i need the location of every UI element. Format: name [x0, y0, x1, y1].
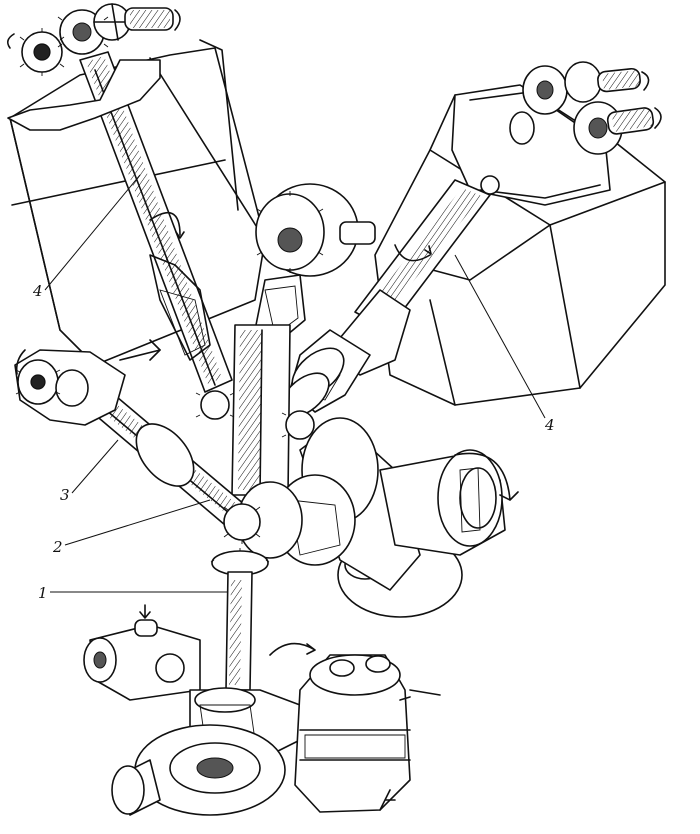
rotation-arrows — [119, 211, 432, 361]
callout-4-right: 4 — [544, 416, 555, 434]
callout-labels: 4 4 3 2 1 — [32, 282, 555, 602]
leader-4-right — [454, 254, 546, 419]
callout-1: 1 — [38, 584, 48, 602]
center-bevel-gear-unit — [254, 183, 376, 346]
crankshaft — [274, 417, 519, 618]
lower-accessory-assembly — [83, 604, 441, 816]
left-inclined-drive-shaft — [7, 51, 233, 393]
callout-leaders — [44, 174, 546, 593]
top-left-gear-teeth — [19, 16, 109, 76]
leader-3 — [71, 439, 119, 494]
central-vertical-drive — [195, 324, 315, 496]
callout-2: 2 — [52, 538, 63, 556]
right-inclined-drive-shaft — [280, 175, 500, 418]
callout-4-left: 4 — [32, 282, 43, 300]
top-left-gear-cluster — [6, 3, 181, 76]
leader-4-left — [44, 174, 141, 291]
top-right-gear-housing — [451, 61, 662, 206]
lower-bevel-gear-train — [210, 481, 303, 691]
callout-3: 3 — [60, 486, 70, 504]
left-gearbox-housing — [14, 349, 126, 426]
leader-2 — [64, 499, 211, 546]
